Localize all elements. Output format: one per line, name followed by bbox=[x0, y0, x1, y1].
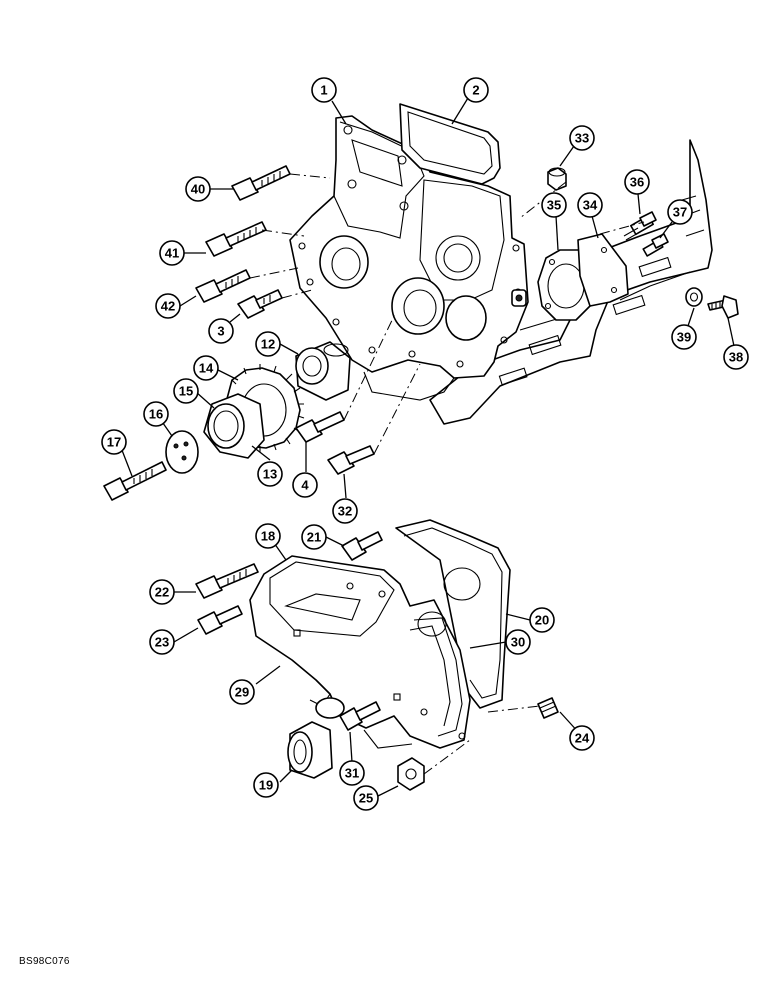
plug-33 bbox=[547, 167, 567, 191]
svg-text:1: 1 bbox=[320, 83, 327, 98]
callout-22: 22 bbox=[149, 579, 175, 605]
svg-text:38: 38 bbox=[729, 350, 743, 365]
callout-42: 42 bbox=[155, 293, 181, 319]
callout-24: 24 bbox=[569, 725, 595, 751]
callout-2: 2 bbox=[463, 77, 489, 103]
svg-text:37: 37 bbox=[673, 205, 687, 220]
svg-text:25: 25 bbox=[359, 791, 373, 806]
callout-35: 35 bbox=[541, 192, 567, 218]
callout-17: 17 bbox=[101, 429, 127, 455]
svg-text:34: 34 bbox=[583, 198, 598, 213]
bolt-3 bbox=[237, 289, 283, 319]
bolt-23 bbox=[197, 605, 243, 635]
svg-text:18: 18 bbox=[261, 529, 275, 544]
sleeve-15 bbox=[203, 393, 265, 459]
housing-gasket bbox=[399, 103, 501, 185]
callout-20: 20 bbox=[529, 607, 555, 633]
callout-29: 29 bbox=[229, 679, 255, 705]
svg-text:35: 35 bbox=[547, 198, 561, 213]
callout-38: 38 bbox=[723, 344, 749, 370]
nut-25 bbox=[397, 757, 425, 791]
svg-text:40: 40 bbox=[191, 182, 205, 197]
callout-1: 1 bbox=[311, 77, 337, 103]
callout-25: 25 bbox=[353, 785, 379, 811]
callout-18: 18 bbox=[255, 523, 281, 549]
callout-21: 21 bbox=[301, 524, 327, 550]
callout-12: 12 bbox=[255, 331, 281, 357]
svg-text:36: 36 bbox=[630, 175, 644, 190]
svg-text:19: 19 bbox=[259, 778, 273, 793]
bolt-22 bbox=[195, 563, 259, 599]
svg-text:3: 3 bbox=[217, 324, 224, 339]
washer-39 bbox=[685, 287, 703, 307]
front-cover bbox=[249, 555, 471, 749]
callout-31: 31 bbox=[339, 760, 365, 786]
bolt-41 bbox=[205, 221, 267, 257]
svg-text:29: 29 bbox=[235, 685, 249, 700]
svg-text:2: 2 bbox=[472, 83, 479, 98]
callout-13: 13 bbox=[257, 461, 283, 487]
seal-19 bbox=[287, 721, 333, 779]
callout-3: 3 bbox=[208, 318, 234, 344]
bolt-17 bbox=[103, 461, 167, 501]
callout-37: 37 bbox=[667, 199, 693, 225]
bolt-38 bbox=[707, 295, 739, 319]
svg-text:14: 14 bbox=[199, 361, 214, 376]
svg-text:32: 32 bbox=[338, 504, 352, 519]
svg-text:20: 20 bbox=[535, 613, 549, 628]
callout-15: 15 bbox=[173, 378, 199, 404]
callouts: 1 2 33 40 36 35 34 37 41 42 3 bbox=[101, 77, 749, 811]
svg-text:24: 24 bbox=[575, 731, 590, 746]
callout-33: 33 bbox=[569, 125, 595, 151]
callout-40: 40 bbox=[185, 176, 211, 202]
svg-text:31: 31 bbox=[345, 766, 359, 781]
svg-text:12: 12 bbox=[261, 337, 275, 352]
svg-text:17: 17 bbox=[107, 435, 121, 450]
callout-36: 36 bbox=[624, 169, 650, 195]
svg-text:21: 21 bbox=[307, 530, 321, 545]
bolt-21 bbox=[341, 531, 383, 561]
bolt-40 bbox=[231, 165, 291, 201]
bolt-4 bbox=[295, 411, 345, 443]
svg-text:33: 33 bbox=[575, 131, 589, 146]
callout-30: 30 bbox=[505, 629, 531, 655]
bolt-37 bbox=[642, 233, 669, 257]
bolt-31 bbox=[339, 701, 381, 731]
svg-text:16: 16 bbox=[149, 407, 163, 422]
svg-text:13: 13 bbox=[263, 467, 277, 482]
drawing-code: BS98C076 bbox=[19, 956, 70, 967]
svg-text:30: 30 bbox=[511, 635, 525, 650]
callout-41: 41 bbox=[159, 240, 185, 266]
callout-16: 16 bbox=[143, 401, 169, 427]
callout-34: 34 bbox=[577, 192, 603, 218]
washer-16 bbox=[165, 430, 199, 474]
svg-text:15: 15 bbox=[179, 384, 193, 399]
timing-gear-housing bbox=[289, 115, 529, 401]
callout-4: 4 bbox=[292, 472, 318, 498]
bolt-42 bbox=[195, 269, 251, 303]
stud-24 bbox=[537, 697, 559, 719]
svg-text:39: 39 bbox=[677, 330, 691, 345]
callout-14: 14 bbox=[193, 355, 219, 381]
callout-19: 19 bbox=[253, 772, 279, 798]
svg-text:22: 22 bbox=[155, 585, 169, 600]
callout-32: 32 bbox=[332, 498, 358, 524]
svg-text:41: 41 bbox=[165, 246, 179, 261]
cover-plate-34 bbox=[577, 233, 629, 307]
svg-text:42: 42 bbox=[161, 299, 175, 314]
bolt-32 bbox=[327, 445, 375, 475]
callout-23: 23 bbox=[149, 629, 175, 655]
hub-12 bbox=[295, 341, 351, 401]
callout-39: 39 bbox=[671, 324, 697, 350]
svg-text:4: 4 bbox=[301, 478, 309, 493]
svg-text:23: 23 bbox=[155, 635, 169, 650]
